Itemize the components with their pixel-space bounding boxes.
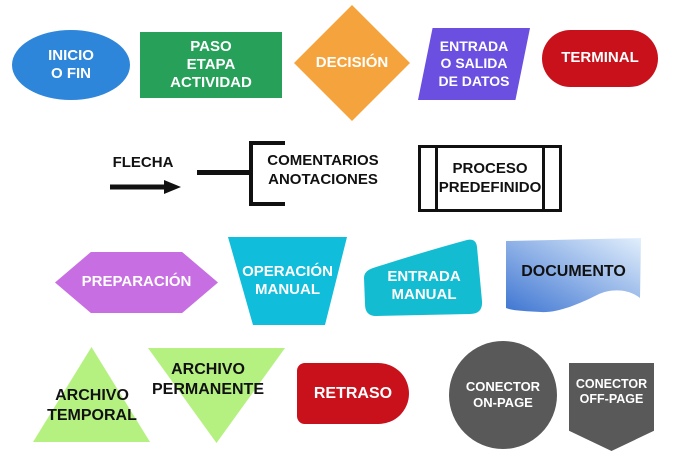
terminal-label: TERMINAL [561,49,639,67]
arrow-label: FLECHA [112,154,174,171]
document-shape: DOCUMENTO [505,238,642,318]
predefined-process-label: PROCESO PREDEFINIDO [438,160,542,196]
predefined-process-left-bar [435,148,438,209]
manual-input-label: ENTRADA MANUAL [387,267,461,303]
preparation-hexagon: PREPARACIÓN [55,252,218,313]
permanent-file-label: ARCHIVO PERMANENTE [151,361,264,398]
manual-input-outline [364,239,483,316]
off-page-connector-pentagon: CONECTOR OFF-PAGE [569,363,654,451]
predefined-process-right-bar [542,148,545,209]
annotation-connector-line [197,170,251,175]
arrow-icon [110,180,181,194]
start-end-ellipse: INICIO O FIN [12,30,130,100]
decision-label: DECISIÓN [315,53,389,71]
manual-input-shape: ENTRADA MANUAL [363,238,485,318]
decision-diamond: DECISIÓN [294,5,410,121]
annotation-bracket [249,141,253,206]
off-page-connector-label: CONECTOR OFF-PAGE [575,377,648,407]
document-outline [506,238,641,313]
annotation-bracket-top-tick [249,141,285,145]
manual-operation-label: OPERACIÓN MANUAL [242,262,333,298]
annotation-bracket-bottom-tick [249,202,285,206]
input-output-label: ENTRADA O SALIDA DE DATOS [438,38,510,89]
input-output-parallelogram: ENTRADA O SALIDA DE DATOS [418,28,530,100]
on-page-connector-circle: CONECTOR ON-PAGE [449,341,557,449]
start-end-label: INICIO O FIN [48,46,94,82]
temporary-file-label: ARCHIVO TEMPORAL [47,387,137,424]
manual-operation-trapezoid: OPERACIÓN MANUAL [228,237,347,325]
process-label: PASO ETAPA ACTIVIDAD [170,37,252,92]
terminal-stadium: TERMINAL [542,30,658,87]
document-label: DOCUMENTO [521,263,626,281]
delay-shape: RETRASO [297,363,409,424]
on-page-connector-label: CONECTOR ON-PAGE [465,379,541,410]
annotation-label: COMENTARIOS ANOTACIONES [267,152,379,188]
process-rectangle: PASO ETAPA ACTIVIDAD [140,32,282,98]
delay-label: RETRASO [313,384,393,402]
preparation-label: PREPARACIÓN [81,273,192,291]
predefined-process-rectangle: PROCESO PREDEFINIDO [418,145,562,212]
